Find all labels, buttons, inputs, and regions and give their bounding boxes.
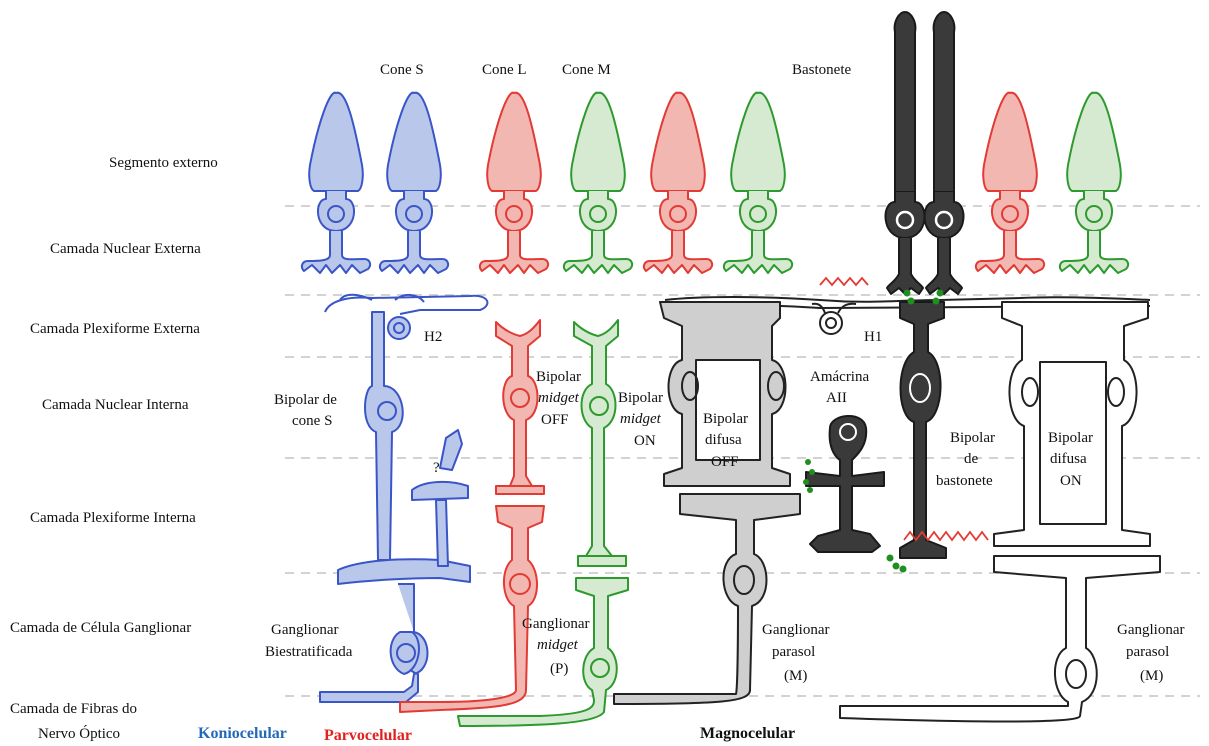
parasol-ganglion-m2 [840, 556, 1160, 722]
label-amacrina: AII [826, 390, 847, 406]
cone-l-cell [480, 93, 548, 273]
cone-l-cell [644, 93, 712, 273]
label-difusa-off: difusa [705, 432, 742, 448]
synapse-dot [904, 290, 911, 297]
cone-s-cell [302, 93, 370, 273]
bistratified-upper-arbor [412, 482, 468, 500]
synapse-dot [933, 298, 940, 305]
label-parvocelular: Parvocelular [324, 727, 412, 744]
label-ganglionar-midget: Ganglionar [522, 616, 589, 632]
label-ganglionar-parasol-m1: parasol [772, 644, 815, 660]
horizontal-processes [325, 295, 487, 314]
synapse-dot [809, 469, 815, 475]
label-ganglionar-parasol-m1: Ganglionar [762, 622, 829, 638]
label-midget-on: midget [620, 411, 662, 427]
label-ganglionar-biestratificada: Ganglionar [271, 622, 338, 638]
label-ganglionar-midget: midget [537, 637, 579, 653]
label-camada-nuclear-interna: Camada Nuclear Interna [42, 397, 189, 413]
aii-amacrine-cell [806, 416, 884, 552]
label-bastonete: Bastonete [792, 62, 851, 78]
label-koniocelular: Koniocelular [198, 725, 287, 742]
layer-labels: Segmento externo Camada Nuclear Externa … [10, 155, 218, 742]
question-cell [440, 430, 462, 470]
s-cone-bipolar-cell [365, 312, 403, 560]
photoreceptor-labels: Cone S Cone L Cone M Bastonete [380, 62, 851, 78]
label-ganglionar-parasol-m2: Ganglionar [1117, 622, 1184, 638]
h2-soma [388, 317, 410, 339]
synapse-dot [900, 566, 907, 573]
label-cone-s: Cone S [380, 62, 424, 78]
label-difusa-off: Bipolar [703, 411, 748, 427]
gap-junction-zigzag [820, 278, 868, 285]
label-cone-l: Cone L [482, 62, 527, 78]
synapse-dot [887, 555, 894, 562]
pathway-labels: Koniocelular Parvocelular Magnocelular [198, 725, 795, 744]
rod-bipolar-cell [900, 302, 946, 558]
label-midget-off: Bipolar [536, 369, 581, 385]
midget-on-bipolar [574, 320, 618, 556]
label-bipolar-bastonete: bastonete [936, 473, 993, 489]
cone-m-cell [564, 93, 632, 273]
label-bipolar-bastonete: Bipolar [950, 430, 995, 446]
synapse-dot [807, 487, 813, 493]
label-difusa-on: difusa [1050, 451, 1087, 467]
label-difusa-off: OFF [711, 454, 739, 470]
label-question-mark: ? [433, 460, 440, 476]
label-midget-on: ON [634, 433, 656, 449]
synapse-dot [805, 459, 811, 465]
rod-cell [886, 12, 925, 294]
bistratified-dendrites [338, 559, 470, 584]
synapse-dot [803, 479, 809, 485]
h2-process [325, 296, 487, 314]
h1-soma [820, 312, 842, 334]
label-midget-off: OFF [541, 412, 569, 428]
cone-l-cell [976, 93, 1044, 273]
label-camada-celula-ganglionar: Camada de Célula Ganglionar [10, 620, 191, 636]
label-bipolar-cone-s: cone S [292, 413, 332, 429]
label-segmento-externo: Segmento externo [109, 155, 218, 171]
label-bipolar-cone-s: Bipolar de [274, 392, 337, 408]
label-amacrina: Amácrina [810, 369, 869, 385]
synapse-dot [937, 290, 944, 297]
label-midget-on: Bipolar [618, 390, 663, 406]
label-h2: H2 [424, 329, 442, 345]
label-cone-m: Cone M [562, 62, 611, 78]
label-nervo-optico: Nervo Óptico [38, 725, 120, 742]
label-bipolar-bastonete: de [964, 451, 979, 467]
label-ganglionar-midget: (P) [550, 661, 568, 677]
label-magnocelular: Magnocelular [700, 725, 795, 742]
bistratified-stem [436, 500, 448, 566]
cone-m-cell [1060, 93, 1128, 273]
label-ganglionar-parasol-m2: parasol [1126, 644, 1169, 660]
label-camada-plexiforme-externa: Camada Plexiforme Externa [30, 321, 200, 337]
synapse-dot [893, 563, 900, 570]
midget-on-terminal [578, 556, 626, 566]
photoreceptors [302, 12, 1128, 294]
midget-off-bipolar [496, 320, 540, 486]
label-midget-off: midget [538, 390, 580, 406]
midget-off-terminal [496, 486, 544, 494]
label-camada-fibras: Camada de Fibras do [10, 701, 137, 717]
label-ganglionar-parasol-m1: (M) [784, 668, 807, 684]
parasol-ganglion-m1 [614, 494, 800, 704]
rod-cell [925, 12, 964, 294]
label-ganglionar-parasol-m2: (M) [1140, 668, 1163, 684]
label-camada-nuclear-externa: Camada Nuclear Externa [50, 241, 201, 257]
midget-ganglion-off [400, 506, 544, 712]
label-h1: H1 [864, 329, 882, 345]
label-ganglionar-biestratificada: Biestratificada [265, 644, 353, 660]
label-difusa-on: ON [1060, 473, 1082, 489]
label-difusa-on: Bipolar [1048, 430, 1093, 446]
cone-m-cell [724, 93, 792, 273]
cone-s-cell [380, 93, 448, 273]
magnocellular-on-cells [840, 302, 1160, 722]
label-camada-plexiforme-interna: Camada Plexiforme Interna [30, 510, 196, 526]
synapse-dot [908, 298, 915, 305]
